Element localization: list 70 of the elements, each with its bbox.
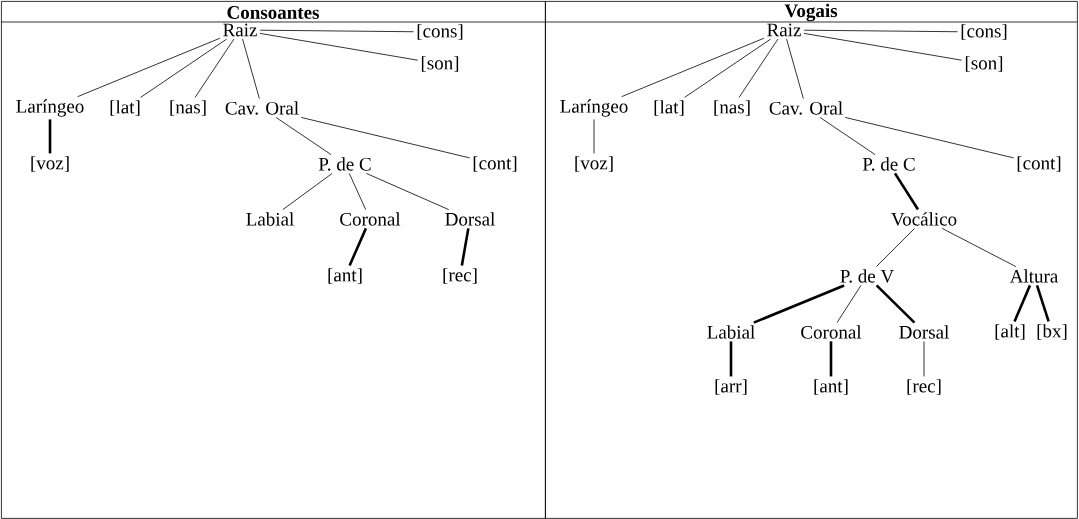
tree-label: [bx]: [1037, 324, 1067, 340]
tree-label: [cons]: [417, 24, 463, 40]
tree-line: [786, 38, 804, 99]
tree-label: P. de V: [840, 269, 894, 283]
tree-label: [ant]: [328, 268, 362, 284]
tree-label: P. de C: [318, 157, 371, 171]
tree-line: [593, 118, 595, 154]
tree-label: P. de C: [862, 157, 915, 171]
tree-label: Coronal: [340, 212, 401, 226]
tree-line: [259, 33, 419, 61]
tree-line: [729, 341, 733, 377]
tree-line: [875, 284, 916, 324]
tree-line: [753, 284, 845, 324]
tree-line: [366, 173, 450, 210]
tree-label: [voz]: [31, 156, 69, 172]
tree-line: [621, 37, 765, 98]
tree-label: [son]: [965, 56, 1003, 72]
tree-label: Raiz: [767, 23, 801, 37]
tree-line: [1035, 285, 1050, 322]
tree-label: Labial: [246, 212, 294, 226]
tree-line: [803, 29, 958, 33]
tree-label: Laríngeo: [16, 99, 84, 117]
tree-line: [1013, 284, 1032, 322]
tree-line: [282, 173, 333, 210]
tree-line: [876, 228, 915, 267]
tree-label: [cont]: [1017, 156, 1061, 172]
tree-line: [803, 33, 963, 61]
tree-label: [rec]: [443, 268, 477, 284]
tree-line: [194, 38, 235, 98]
tree-label: Vocálico: [891, 212, 957, 226]
tree-line: [819, 117, 876, 155]
tree-line: [829, 341, 833, 377]
tree-line: [48, 119, 52, 154]
tree-line: [300, 117, 470, 159]
tree-line: [893, 172, 920, 211]
tree-label: Dorsal: [445, 212, 495, 226]
tree-line: [77, 37, 221, 98]
tree-label: [nas]: [714, 100, 750, 116]
tree-line: [460, 228, 470, 266]
tree-line: [836, 285, 862, 323]
tree-label: [alt]: [995, 324, 1025, 340]
tree-line: [275, 117, 332, 155]
tree-label: [ant]: [814, 379, 848, 395]
tree-label: [cons]: [961, 24, 1007, 40]
tree-label: Labial: [707, 325, 755, 339]
tree-label: [son]: [421, 56, 459, 72]
tree-line: [348, 173, 367, 210]
tree-label: Altura: [1009, 269, 1058, 283]
tree-label: [lat]: [654, 100, 684, 116]
tree-label: [rec]: [907, 379, 941, 395]
tree-line: [259, 29, 414, 33]
tree-label: [voz]: [575, 156, 613, 172]
tree-line: [348, 227, 368, 266]
tree-label: Laríngeo: [560, 99, 628, 117]
tree-label: [lat]: [110, 100, 140, 116]
tree-line: [844, 117, 1014, 159]
tree-label: [arr]: [715, 379, 747, 395]
tree-label: Raiz: [223, 23, 257, 37]
tree-label: Cav. Oral: [769, 101, 843, 115]
tree-label: Dorsal: [899, 325, 949, 339]
tree-line: [140, 38, 228, 98]
tree-label: Cav. Oral: [225, 101, 299, 115]
tree-label: [nas]: [170, 100, 206, 116]
tree-label: Coronal: [801, 325, 862, 339]
tree-label: [cont]: [473, 156, 517, 172]
tree-line: [684, 38, 771, 98]
tree-line: [242, 38, 260, 99]
tree-line: [738, 38, 779, 98]
tree-line: [941, 228, 1017, 267]
tree-line: [923, 341, 925, 377]
